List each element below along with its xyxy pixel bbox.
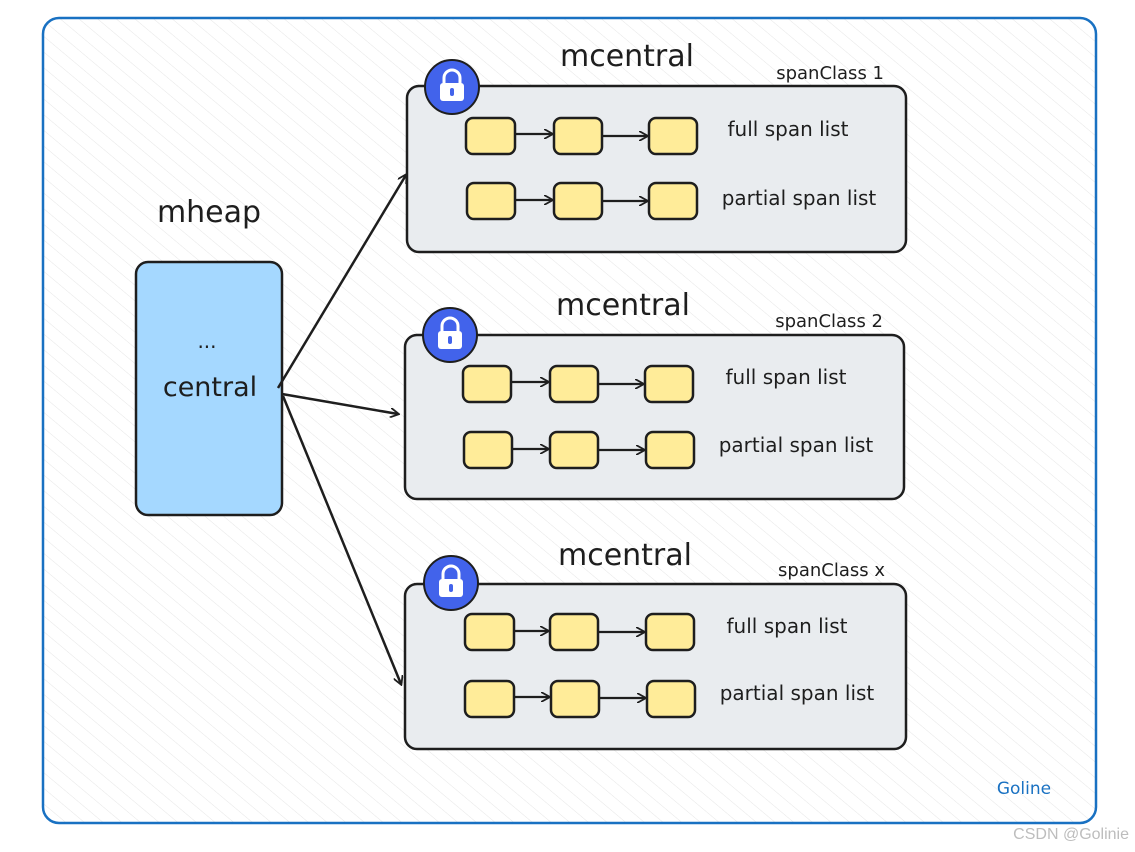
span-node <box>464 116 517 156</box>
mcentral-box <box>403 582 908 751</box>
mcentral-title: mcentral <box>560 39 694 74</box>
mheap-ellipsis: ... <box>197 329 216 353</box>
span-node <box>552 116 604 156</box>
full-span-list: full span list <box>463 612 848 652</box>
mcentral-box <box>403 333 906 501</box>
full-span-list-label: full span list <box>727 614 848 638</box>
span-node <box>463 679 516 719</box>
arrow-to-mcentral-x <box>281 395 401 684</box>
partial-span-list-label: partial span list <box>719 433 874 457</box>
mcentral-box <box>405 84 908 254</box>
span-node <box>461 364 513 404</box>
partial-span-list: partial span list <box>462 430 874 470</box>
span-node <box>644 612 696 652</box>
span-node <box>465 181 517 221</box>
span-node <box>548 612 600 652</box>
span-node <box>462 430 514 470</box>
span-node <box>647 116 699 156</box>
arrow-to-mcentral-1 <box>276 175 406 389</box>
span-node <box>463 612 516 652</box>
span-node <box>548 430 600 470</box>
span-node <box>552 181 604 221</box>
span-node <box>647 181 699 221</box>
lock-icon <box>424 59 480 115</box>
span-node <box>644 430 696 470</box>
mheap-central-field: central <box>163 372 257 403</box>
full-span-list-label: full span list <box>728 117 849 141</box>
span-class-label: spanClass 2 <box>775 311 883 332</box>
mcentral-2: mcentral spanClass 2 full span list part… <box>403 288 906 501</box>
arrow-to-mcentral-2 <box>281 392 398 414</box>
partial-span-list-label: partial span list <box>722 186 877 210</box>
partial-span-list-label: partial span list <box>720 681 875 705</box>
watermark: CSDN @Golinie <box>1013 826 1129 843</box>
span-class-label: spanClass x <box>778 560 885 581</box>
lock-icon <box>423 555 479 611</box>
span-class-label: spanClass 1 <box>776 63 884 84</box>
span-node <box>548 364 600 404</box>
mcentral-1: mcentral spanClass 1 full span list part… <box>405 39 908 254</box>
full-span-list: full span list <box>461 364 847 404</box>
full-span-list: full span list <box>464 116 849 156</box>
partial-span-list: partial span list <box>465 181 877 221</box>
full-span-list-label: full span list <box>726 365 847 389</box>
lock-icon <box>422 307 478 363</box>
signature: Goline <box>997 779 1051 799</box>
span-node <box>549 679 601 719</box>
mcentral-x: mcentral spanClass x full span list part… <box>403 538 908 751</box>
mheap-box <box>134 260 284 517</box>
mheap-title: mheap <box>157 195 261 230</box>
mcentral-title: mcentral <box>558 538 692 573</box>
mcentral-title: mcentral <box>556 288 690 323</box>
span-node <box>645 679 697 719</box>
partial-span-list: partial span list <box>463 679 875 719</box>
span-node <box>643 364 695 404</box>
